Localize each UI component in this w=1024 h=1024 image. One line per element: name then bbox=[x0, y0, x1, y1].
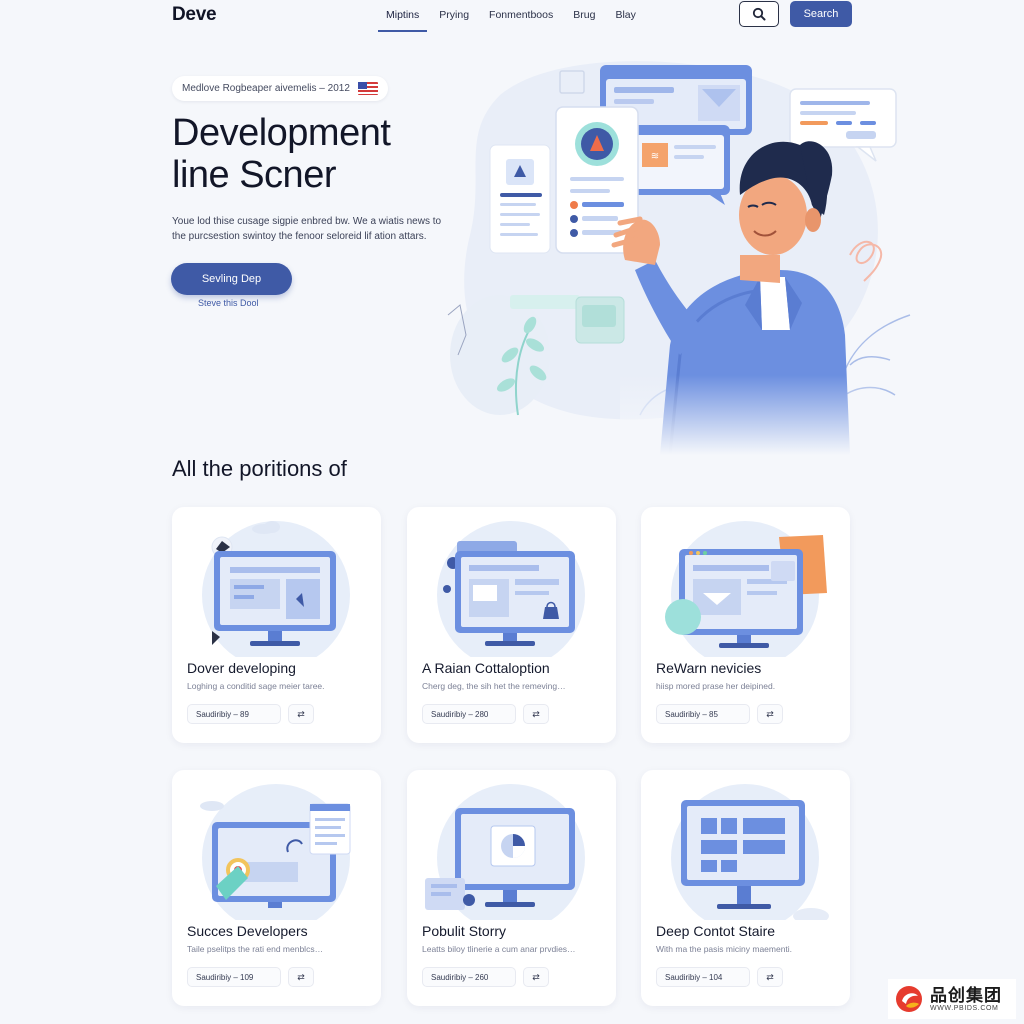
search-button[interactable]: Search bbox=[790, 1, 852, 27]
card-title: ReWarn nevicies bbox=[656, 660, 762, 676]
svg-text:≋: ≋ bbox=[651, 151, 659, 162]
monitor-illustration-icon bbox=[425, 784, 585, 920]
watermark: 品创集团 WWW.PBIDS.COM bbox=[888, 979, 1016, 1019]
top-nav: Deve Miptins Prying Fonmentboos Brug Bla… bbox=[0, 0, 1024, 36]
card-meta-tag[interactable]: Saudiribiy – 89 bbox=[187, 704, 281, 724]
card-description: Taile pselitps the rati end menblcs… bbox=[187, 944, 324, 954]
nav-link-5[interactable]: Blay bbox=[615, 9, 636, 21]
link-icon[interactable]: ⇄ bbox=[757, 704, 783, 724]
nav-link-2[interactable]: Prying bbox=[439, 9, 470, 21]
card-description: hiisp mored prase her deipined. bbox=[656, 681, 776, 691]
watermark-brand: 品创集团 bbox=[930, 985, 1002, 1005]
flag-icon bbox=[357, 82, 378, 95]
feature-card[interactable]: Succes Developers Taile pselitps the rat… bbox=[172, 770, 381, 1006]
monitor-illustration-icon bbox=[671, 784, 829, 920]
link-icon[interactable]: ⇄ bbox=[523, 704, 549, 724]
card-meta-tag[interactable]: Saudiribiy – 109 bbox=[187, 967, 281, 987]
card-meta-tag[interactable]: Saudiribiy – 280 bbox=[422, 704, 516, 724]
hero-badge: Medlove Rogbeaper aivemelis – 2012 bbox=[172, 76, 388, 101]
link-icon[interactable]: ⇄ bbox=[288, 967, 314, 987]
card-meta-tag[interactable]: Saudiribiy – 85 bbox=[656, 704, 750, 724]
search-icon-button[interactable] bbox=[739, 1, 779, 27]
brand-logo[interactable]: Deve bbox=[172, 4, 217, 25]
hero-description: Youe lod thise cusage sigpie enbred bw. … bbox=[172, 214, 462, 244]
watermark-url: WWW.PBIDS.COM bbox=[930, 1004, 999, 1012]
cta-button[interactable]: Sevling Dep bbox=[171, 263, 292, 295]
feature-card[interactable]: Dover developing Loghing a conditid sage… bbox=[172, 507, 381, 743]
link-icon[interactable]: ⇄ bbox=[288, 704, 314, 724]
search-icon bbox=[752, 7, 766, 21]
section-title: All the poritions of bbox=[172, 456, 347, 481]
feature-card[interactable]: Pobulit Storry Leatts biloy tlinerie a c… bbox=[407, 770, 616, 1006]
cta-secondary-link[interactable]: Steve this Dool bbox=[198, 298, 259, 308]
monitor-illustration-icon bbox=[665, 521, 827, 657]
nav-link-1[interactable]: Miptins bbox=[378, 0, 428, 32]
monitor-illustration-icon bbox=[200, 784, 351, 920]
watermark-text: 品创集团 WWW.PBIDS.COM bbox=[930, 985, 1002, 1012]
hero-title-line-2: line Scner bbox=[172, 154, 336, 196]
monitor-illustration-icon bbox=[202, 521, 350, 657]
hero-desc-line-1: Youe lod thise cusage sigpie enbred bw. … bbox=[172, 216, 442, 227]
nav-link-3[interactable]: Fonmentboos bbox=[489, 9, 554, 21]
card-description: Cherg deg, the sih het the remeving… bbox=[422, 681, 566, 691]
card-title: Deep Contot Staire bbox=[656, 923, 776, 939]
feature-card[interactable]: ReWarn nevicies hiisp mored prase her de… bbox=[641, 507, 850, 743]
card-description: With ma the pasis miciny maementi. bbox=[656, 944, 793, 954]
link-icon[interactable]: ⇄ bbox=[757, 967, 783, 987]
card-meta-tag[interactable]: Saudiribiy – 260 bbox=[422, 967, 516, 987]
hero-title: Development line Scner bbox=[172, 112, 391, 196]
nav-links: Miptins Prying Fonmentboos Brug Blay bbox=[378, 0, 648, 32]
hero-desc-line-2: the purcsestion swintoy the fenoor selor… bbox=[172, 231, 427, 242]
card-title: A Raian Cottaloption bbox=[422, 660, 550, 676]
feature-card[interactable]: A Raian Cottaloption Cherg deg, the sih … bbox=[407, 507, 616, 743]
monitor-illustration-icon bbox=[437, 521, 585, 657]
card-title: Succes Developers bbox=[187, 923, 308, 939]
card-title: Pobulit Storry bbox=[422, 923, 507, 939]
card-description: Loghing a conditid sage meier taree. bbox=[187, 681, 325, 691]
card-meta-tag[interactable]: Saudiribiy – 104 bbox=[656, 967, 750, 987]
card-description: Leatts biloy tlinerie a cum anar prvdies… bbox=[422, 944, 576, 954]
feature-card[interactable]: Deep Contot Staire With ma the pasis mic… bbox=[641, 770, 850, 1006]
watermark-logo-icon bbox=[896, 986, 922, 1012]
link-icon[interactable]: ⇄ bbox=[523, 967, 549, 987]
hero-badge-text: Medlove Rogbeaper aivemelis – 2012 bbox=[182, 83, 350, 94]
hero-illustration: ≋ bbox=[447, 61, 911, 455]
nav-link-4[interactable]: Brug bbox=[573, 9, 596, 21]
card-title: Dover developing bbox=[187, 660, 296, 676]
hero-title-line-1: Development bbox=[172, 112, 391, 154]
